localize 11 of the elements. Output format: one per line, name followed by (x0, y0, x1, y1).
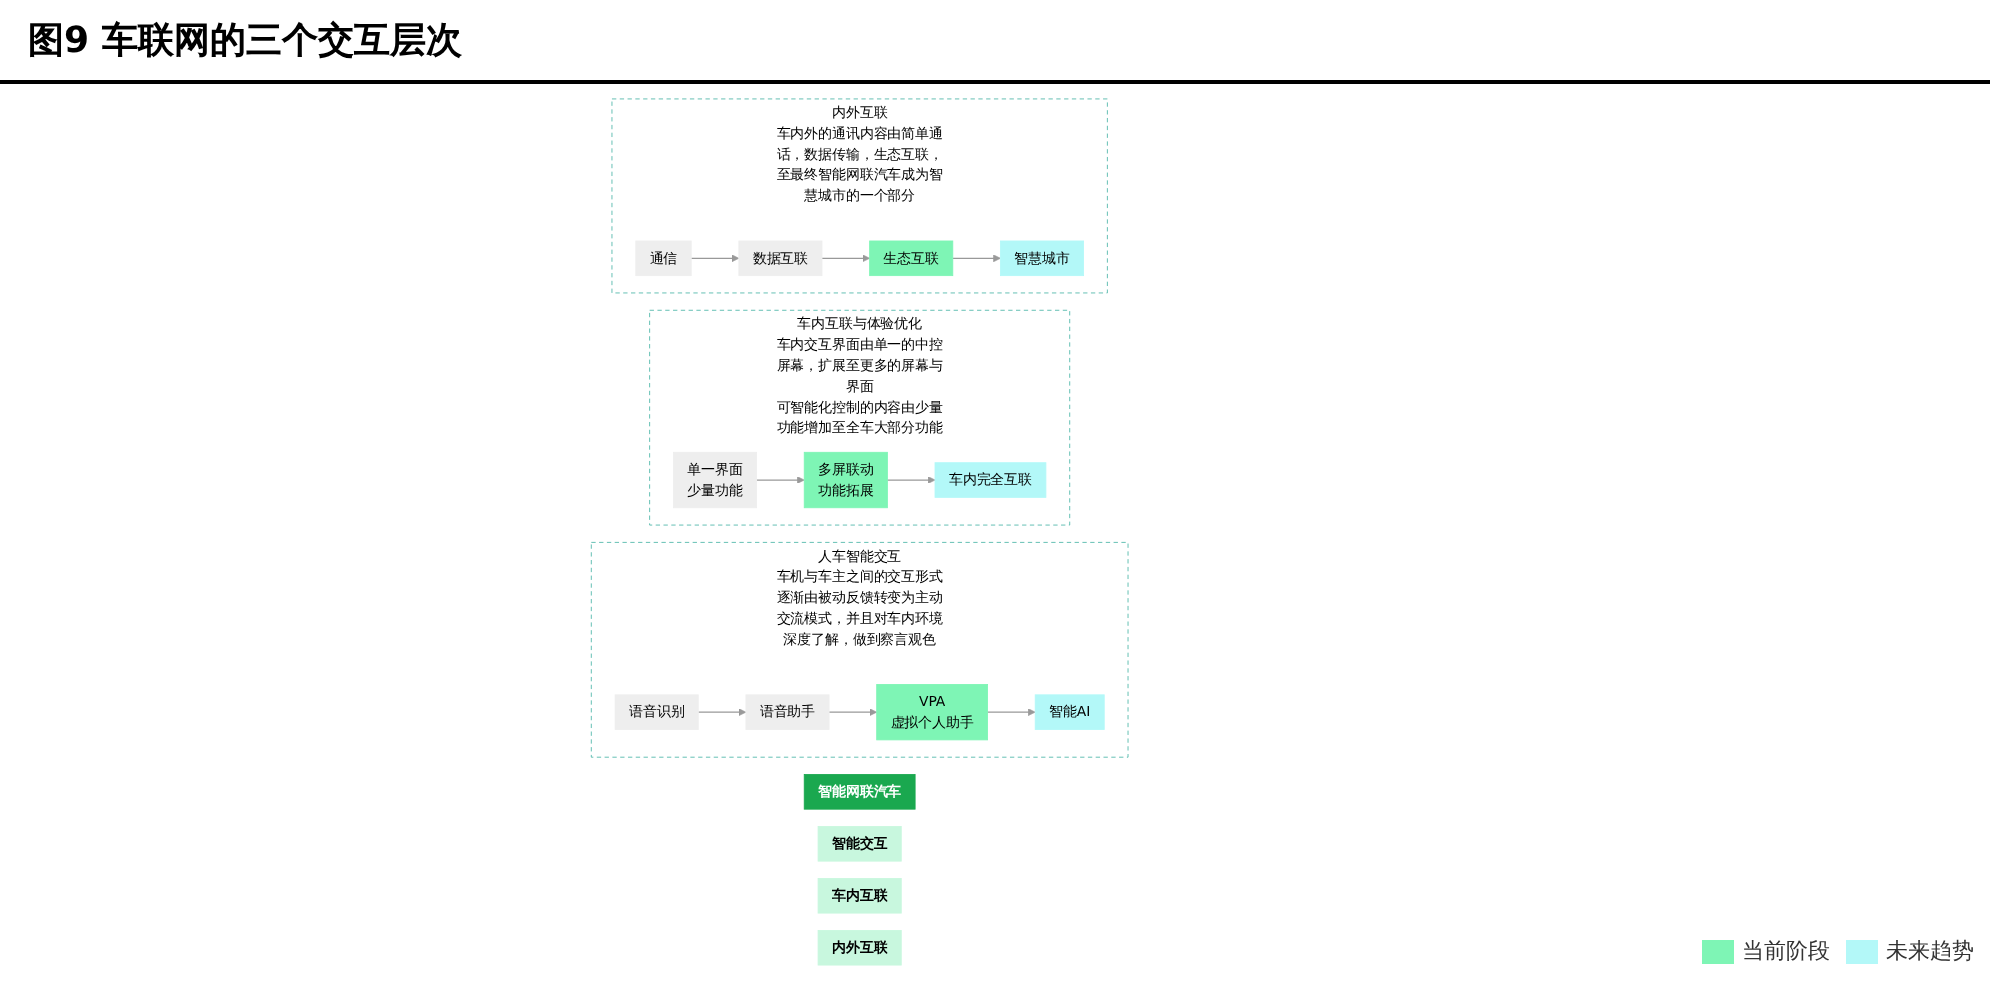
arrow (952, 254, 1002, 263)
arrow (887, 476, 936, 484)
figure-title: 图9 车联网的三个交互层次 (28, 18, 462, 64)
arrow (828, 708, 878, 716)
arrow (987, 708, 1036, 716)
arrow (821, 254, 871, 263)
arrow (697, 708, 747, 716)
legend-label: 未来趋势 (1886, 936, 1974, 966)
arrow (756, 476, 805, 484)
arrow (690, 254, 740, 263)
legend-label: 当前阶段 (1742, 936, 1830, 966)
